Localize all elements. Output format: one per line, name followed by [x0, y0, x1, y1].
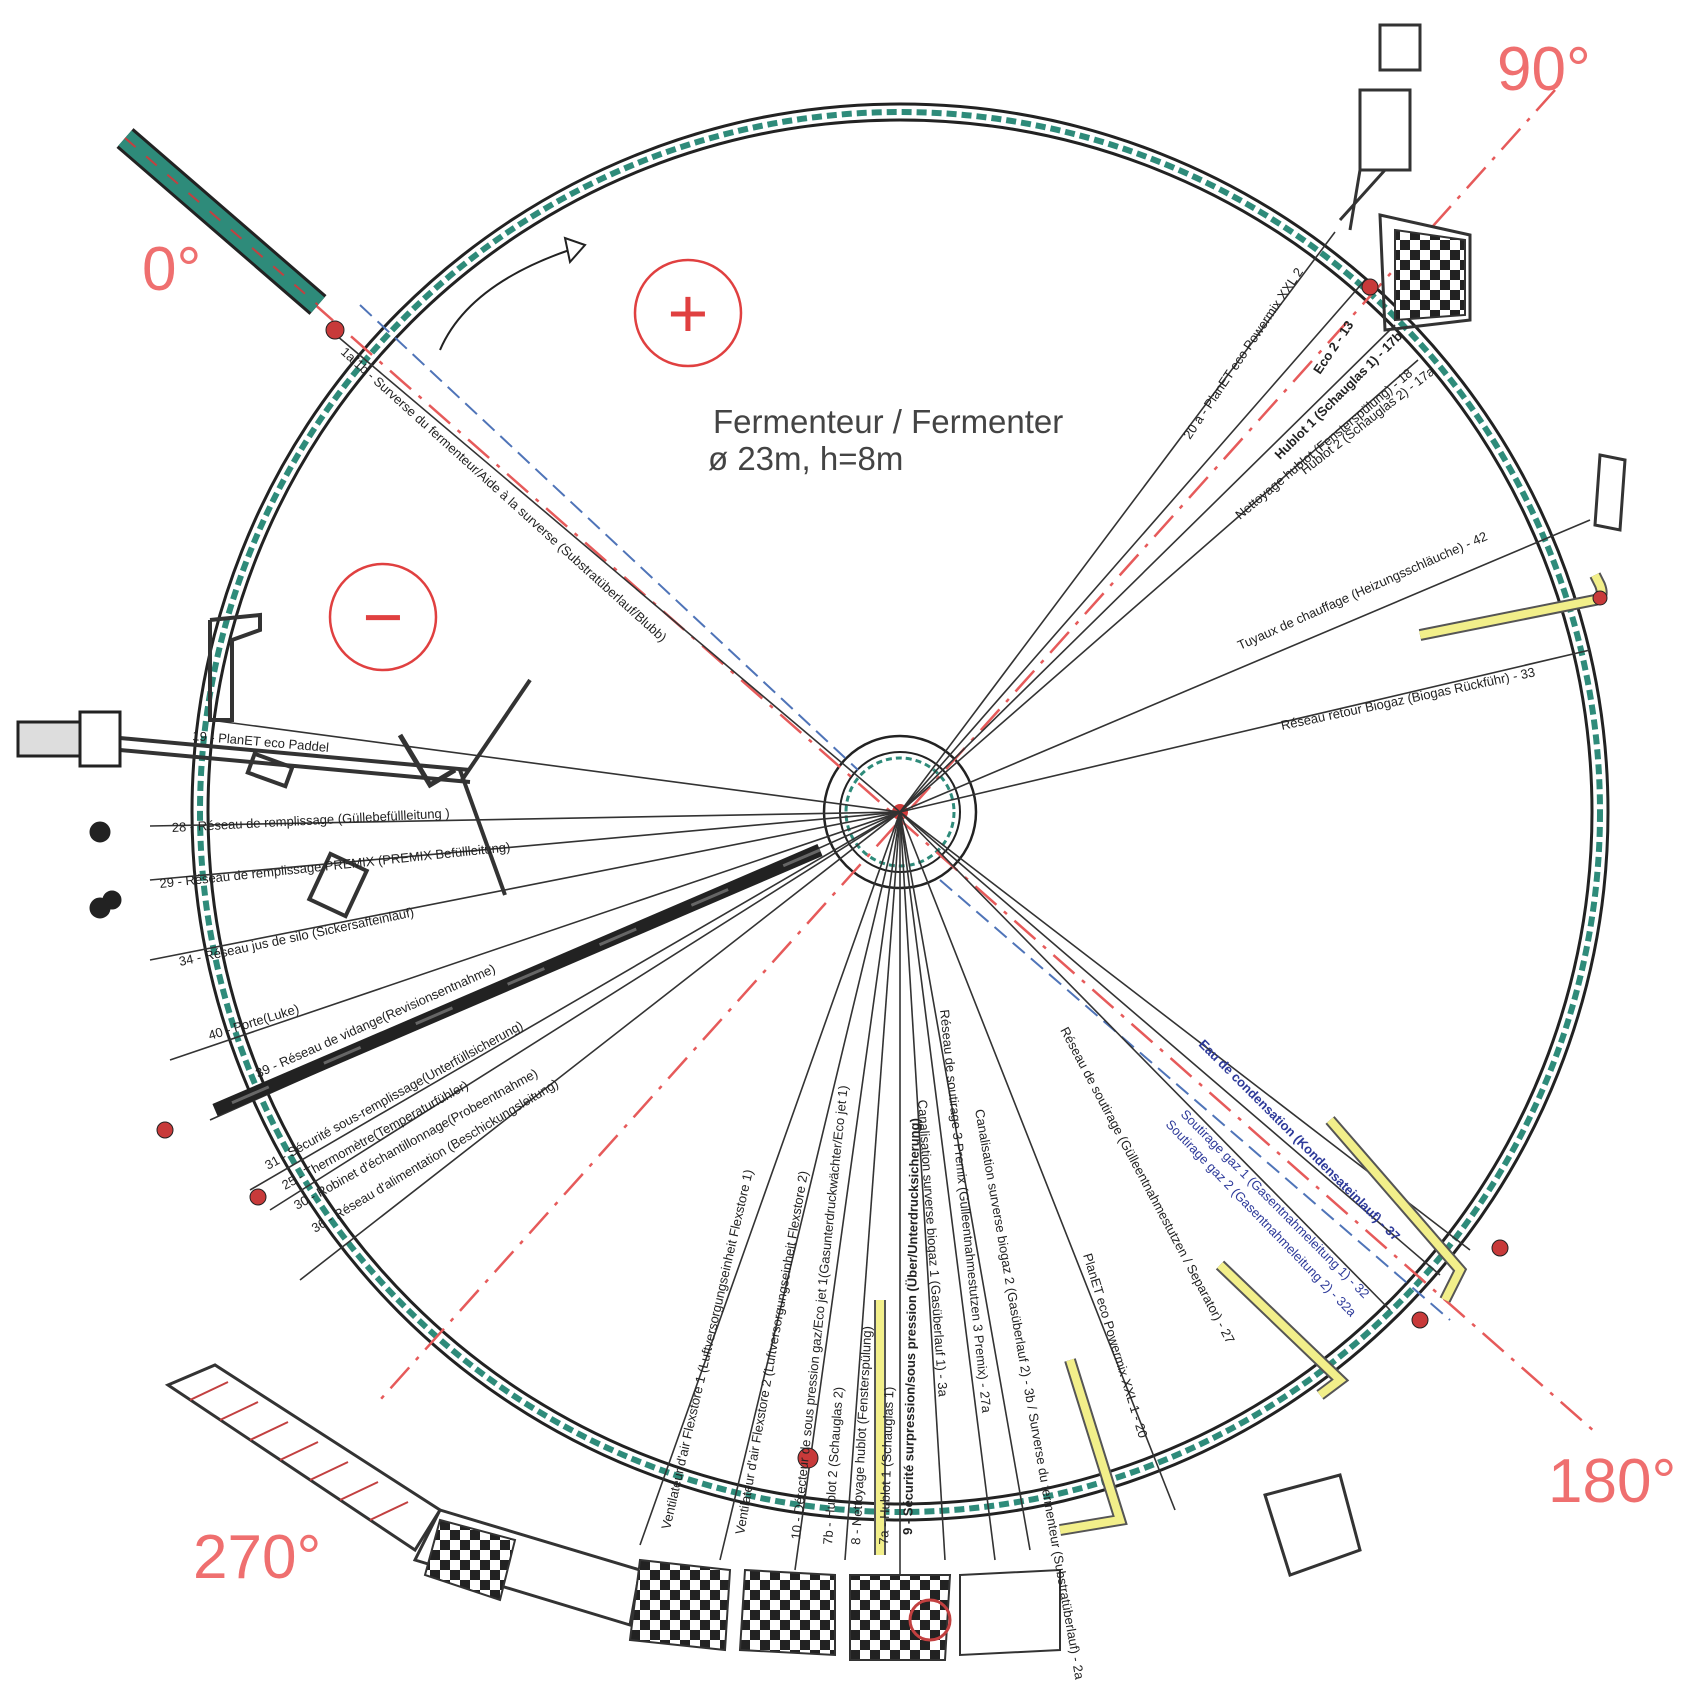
rotation-arrow	[439, 236, 587, 351]
label-pressure-9: 9 - Sécurité surpression/sous pression (…	[900, 1118, 922, 1535]
angle-270: 270°	[193, 1523, 321, 1592]
label-gas-32a: Soutirage gaz 2 (Gasentnahmeleitung 2) -…	[1163, 1117, 1360, 1320]
drain-pipe	[212, 844, 823, 1116]
label-biogas-return-33: Réseau retour Biogaz (Biogas Rückführ) -…	[1280, 664, 1537, 733]
left-pump	[16, 710, 122, 768]
angle-0: 0°	[142, 235, 201, 304]
label-window-7a: 7a - Hublot 1 (Schauglas 1)	[876, 1386, 897, 1545]
checker-panels	[423, 228, 1466, 1661]
label-eco-13: Eco 2 - 13	[1310, 318, 1356, 377]
angle-90: 90°	[1497, 35, 1591, 104]
label-draw-off-27: Réseau de soutirage (Gülleentnahmestutze…	[1057, 1024, 1238, 1346]
label-condensate-37: Eau de condensation (Kondensateinlauf) -…	[1196, 1037, 1403, 1244]
inlet-bar	[116, 128, 327, 315]
label-filling-28: 28 - Réseau de remplissage (Güllebefülll…	[171, 805, 450, 835]
wall-nozzles	[89, 278, 1608, 1469]
external-stairs	[164, 23, 1627, 1627]
label-detector-10: 10 - Détecteur de sous pression gaz/Eco …	[788, 1085, 851, 1541]
plus-symbol: +	[633, 258, 743, 368]
svg-text:+: +	[668, 274, 709, 352]
diagram-title: Fermenteur / Fermenter	[713, 403, 1063, 440]
angle-180: 180°	[1548, 1447, 1676, 1516]
label-powermix-20a: 20 a - PlanET eco Powermix XXL 2	[1180, 265, 1306, 442]
label-window-clean-18: Nettoyage hublot (Fensterspülung) - 18	[1232, 365, 1415, 522]
label-window-7b: 7b - Hublot 2 (Schauglas 2)	[820, 1386, 846, 1545]
diagram-subtitle: ø 23m, h=8m	[708, 440, 903, 477]
paddle-mixer	[119, 612, 532, 919]
guide-lines	[359, 304, 1451, 1321]
minus-symbol: −	[328, 562, 438, 672]
svg-text:−: −	[363, 578, 404, 656]
label-premix-29: 29 - Réseau de remplissage PREMIX (PREMI…	[159, 839, 511, 891]
